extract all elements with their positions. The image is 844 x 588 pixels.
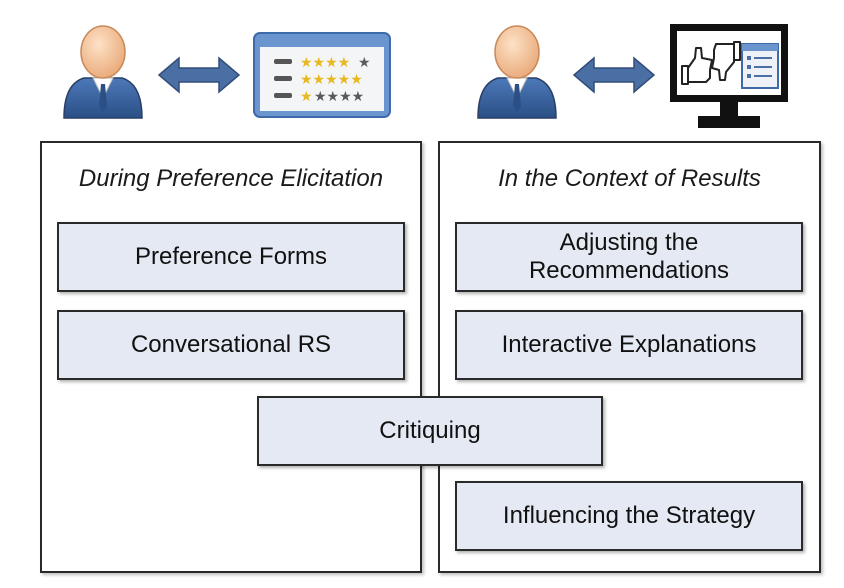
- panel-title: During Preference Elicitation: [78, 165, 384, 192]
- star-icon: ★★★★: [300, 55, 350, 71]
- svg-text:★★★★★: ★★★★★: [300, 72, 363, 88]
- box-label: Adjusting the Recommendations: [528, 229, 730, 284]
- box-label: Interactive Explanations: [501, 331, 757, 358]
- panel-title: In the Context of Results: [498, 165, 761, 192]
- monitor-feedback-icon: [670, 24, 788, 128]
- preference-forms-box: Preference Forms: [57, 222, 405, 292]
- double-arrow-icon: [157, 56, 241, 94]
- influencing-strategy-box: Influencing the Strategy: [455, 481, 803, 551]
- svg-text:★: ★: [300, 89, 313, 105]
- conversational-rs-box: Conversational RS: [57, 310, 405, 380]
- critiquing-box: Critiquing: [257, 396, 603, 466]
- adjusting-recommendations-box: Adjusting the Recommendations: [455, 222, 803, 292]
- svg-text:★: ★: [358, 55, 371, 71]
- thumbs-down-icon: [711, 41, 741, 81]
- box-label: Critiquing: [379, 417, 481, 444]
- rating-form-icon: ★★★★★ ★★★★★ ★★★★★: [253, 32, 391, 118]
- box-label: Conversational RS: [130, 331, 332, 358]
- svg-text:★★★★: ★★★★: [314, 89, 364, 105]
- interactive-explanations-box: Interactive Explanations: [455, 310, 803, 380]
- user-icon: [477, 25, 557, 119]
- box-label: Preference Forms: [134, 243, 328, 270]
- box-label: Influencing the Strategy: [502, 502, 756, 529]
- double-arrow-icon: [572, 56, 656, 94]
- user-icon: [63, 25, 143, 119]
- thumbs-up-icon: [681, 47, 713, 85]
